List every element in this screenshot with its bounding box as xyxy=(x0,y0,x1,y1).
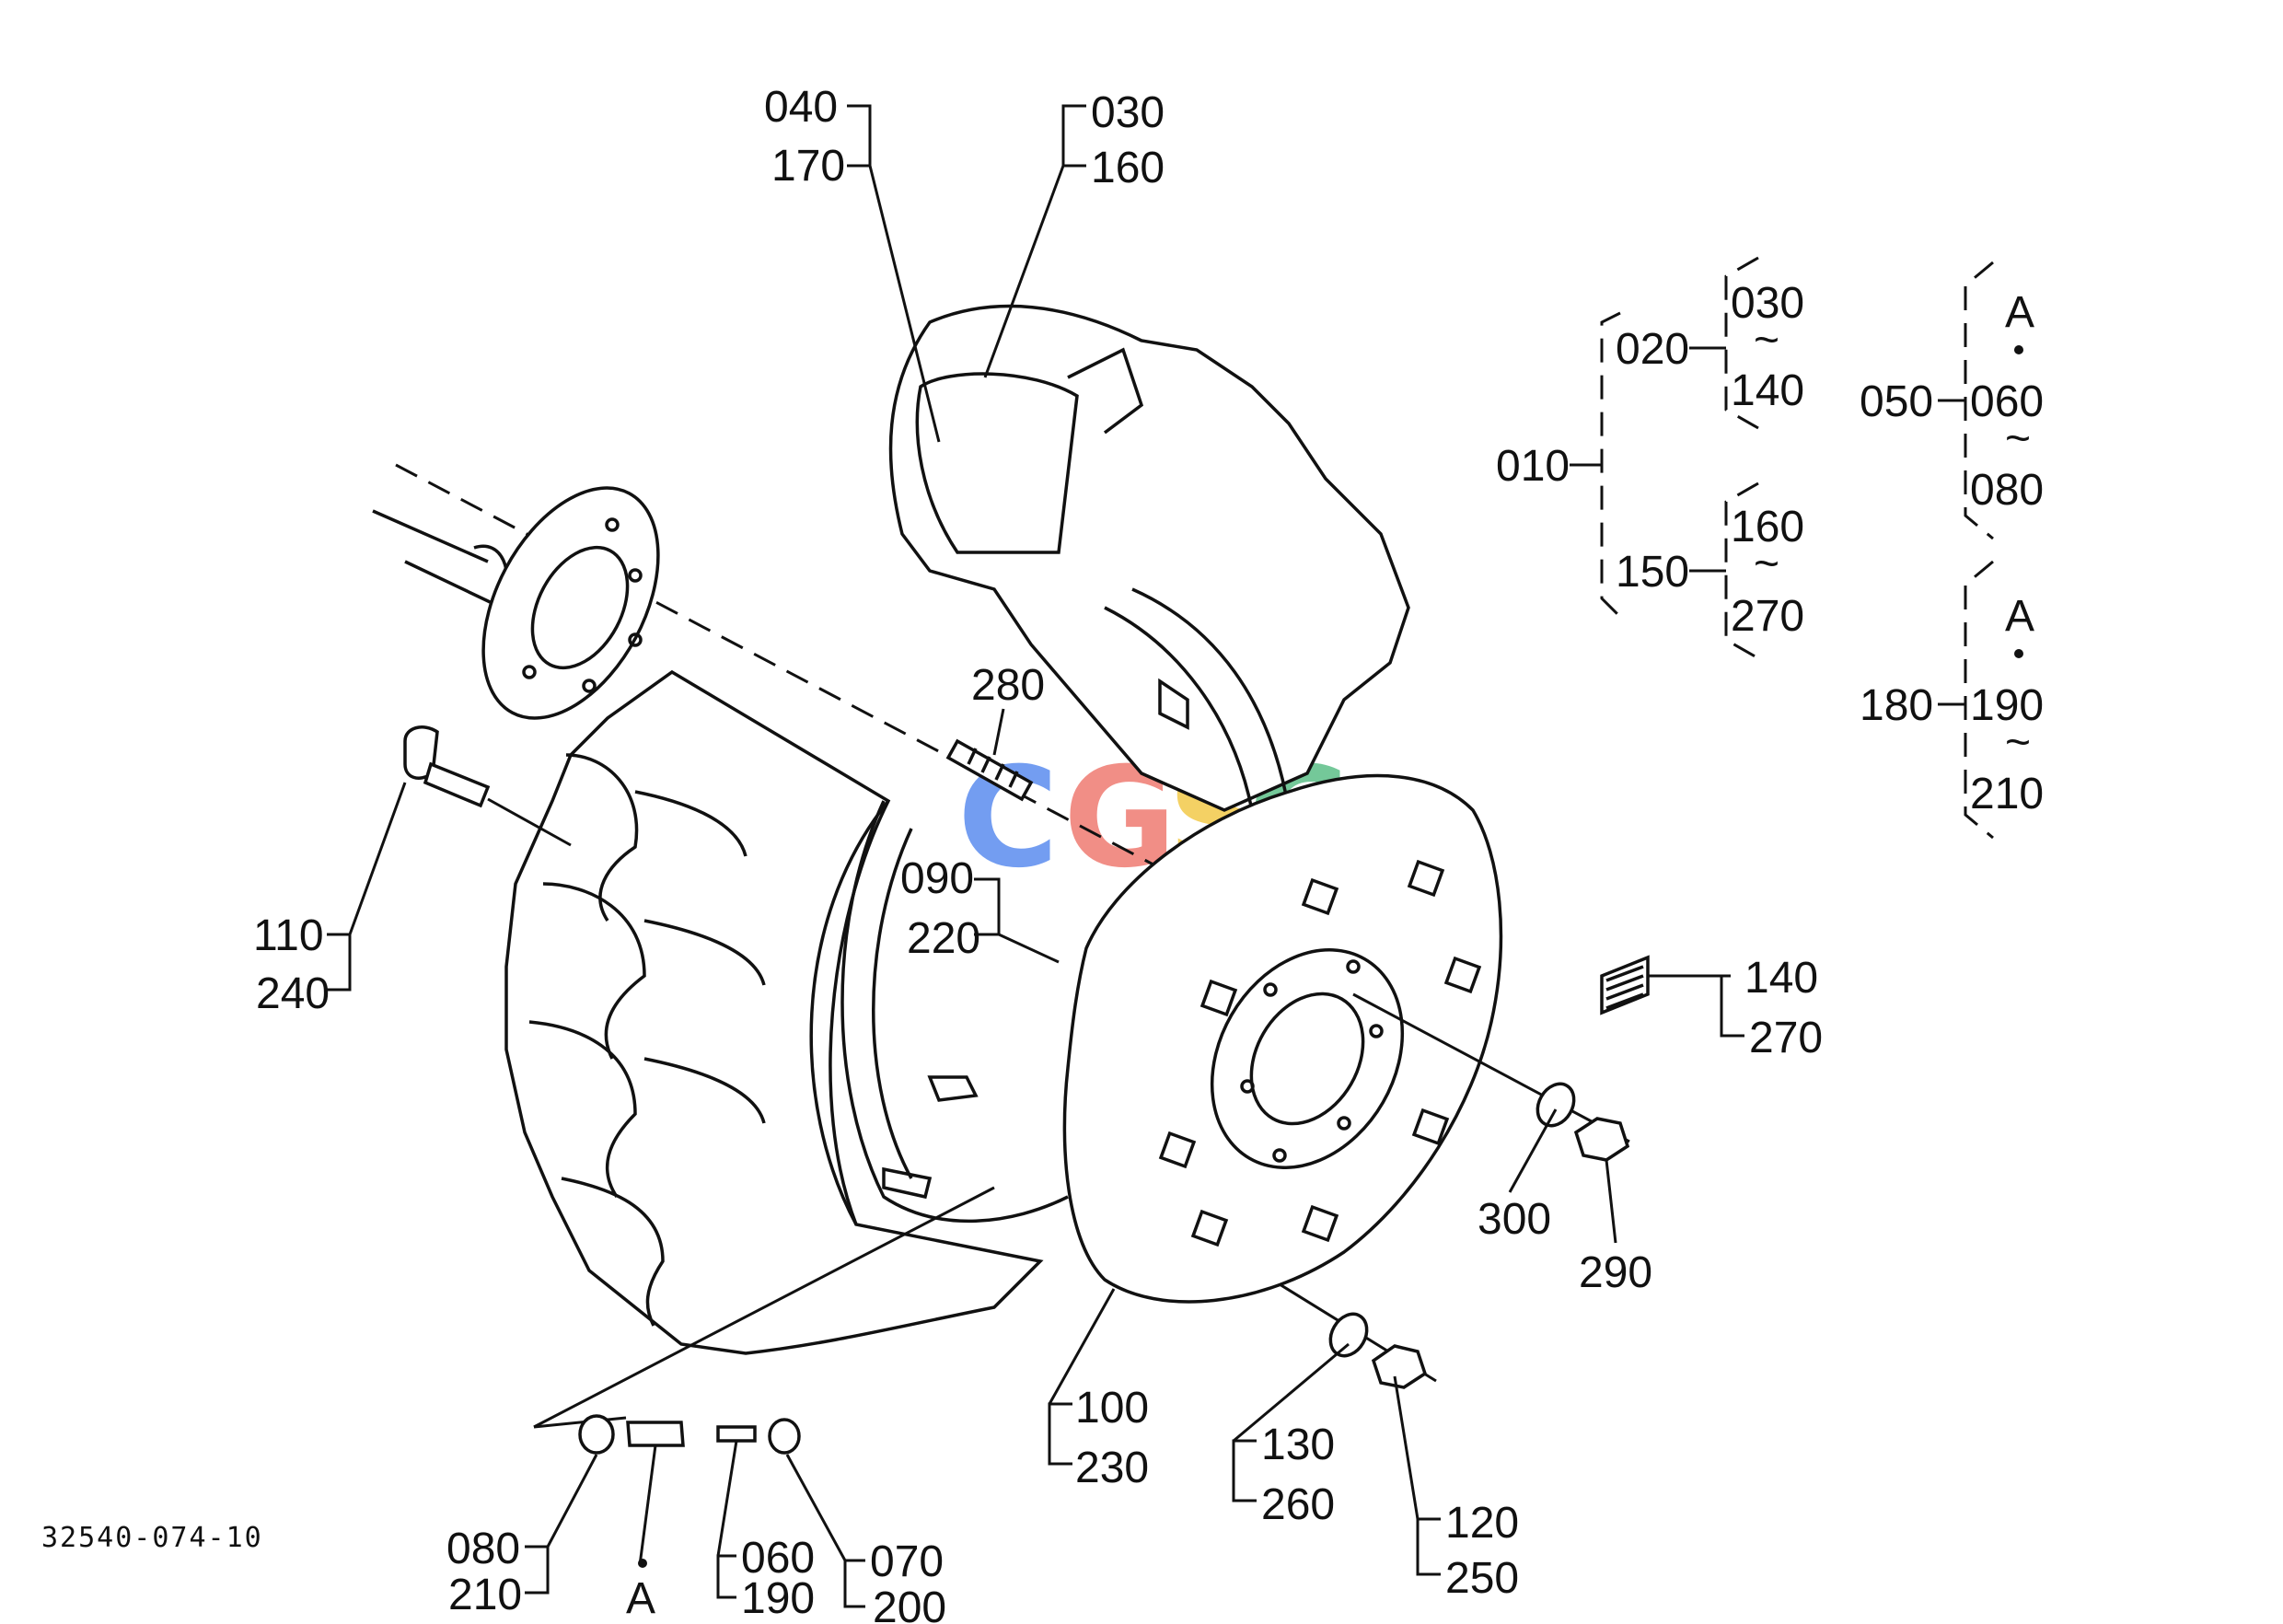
callout-190: 190 xyxy=(741,1574,815,1623)
callout-200: 200 xyxy=(873,1583,946,1624)
stud-part xyxy=(945,738,1034,802)
tree-180-from: 190 xyxy=(1970,681,2044,730)
tree-180-dot xyxy=(2014,649,2023,658)
callout-130: 130 xyxy=(1261,1421,1335,1469)
tire-front xyxy=(504,669,1044,1355)
callout-030: 030 xyxy=(1091,88,1165,137)
rim-flap xyxy=(840,800,1069,1224)
lower-washer-nut xyxy=(1279,1282,1437,1389)
tree-020-to: 140 xyxy=(1731,366,1804,415)
callout-090: 090 xyxy=(900,854,974,903)
tree-180-tilde: ~ xyxy=(2005,718,2031,767)
tire-rear xyxy=(888,304,1410,812)
bolt-part xyxy=(403,725,572,847)
callout-labels: 040 170 030 160 280 090 220 110 240 100 … xyxy=(253,83,1823,1624)
tree-180-to: 210 xyxy=(1970,770,2044,818)
callout-280: 280 xyxy=(971,661,1045,710)
callout-230: 230 xyxy=(1075,1444,1149,1492)
callout-140: 140 xyxy=(1744,954,1818,1003)
callout-070: 070 xyxy=(870,1537,944,1586)
callout-valve-a: A xyxy=(626,1574,655,1623)
assembly-tree: 010 020 030 ~ 140 150 160 ~ 270 050 A 06… xyxy=(1496,256,2044,840)
callout-240: 240 xyxy=(256,969,330,1018)
callout-110: 110 xyxy=(253,911,324,960)
tree-050-marker: A xyxy=(2005,288,2034,337)
right-washer-nut xyxy=(1352,992,1630,1162)
tree-group-050: 050 xyxy=(1860,377,1933,426)
callout-270: 270 xyxy=(1749,1014,1823,1062)
tree-sub-020: 020 xyxy=(1616,325,1689,374)
callout-260: 260 xyxy=(1261,1480,1335,1529)
tree-sub-150: 150 xyxy=(1616,548,1689,597)
tree-group-180: 180 xyxy=(1860,681,1933,730)
tree-020-tilde: ~ xyxy=(1754,316,1779,365)
tree-root-010: 010 xyxy=(1496,442,1570,491)
callout-100: 100 xyxy=(1075,1384,1149,1433)
wheel-disc xyxy=(1062,773,1503,1304)
callout-250: 250 xyxy=(1445,1554,1519,1603)
tree-050-tilde: ~ xyxy=(2005,414,2031,463)
callout-080: 080 xyxy=(446,1525,520,1573)
callout-220: 220 xyxy=(907,914,980,963)
callout-290: 290 xyxy=(1579,1248,1652,1297)
callout-120: 120 xyxy=(1445,1499,1519,1548)
tree-150-from: 160 xyxy=(1731,503,1804,551)
leader-lines xyxy=(327,104,1744,1608)
callout-170: 170 xyxy=(771,142,845,191)
valve-parts xyxy=(533,1186,995,1455)
tree-050-dot xyxy=(2014,345,2023,354)
tree-150-to: 270 xyxy=(1731,592,1804,641)
valve-a-dot xyxy=(638,1559,647,1568)
tree-150-tilde: ~ xyxy=(1754,539,1779,588)
callout-040: 040 xyxy=(764,83,838,132)
tree-020-from: 030 xyxy=(1731,279,1804,328)
tree-050-to: 080 xyxy=(1970,466,2044,515)
callout-060: 060 xyxy=(741,1534,815,1583)
tree-180-marker: A xyxy=(2005,592,2034,641)
callout-160: 160 xyxy=(1091,144,1165,192)
label-plate-part xyxy=(1600,955,1650,1015)
callout-300: 300 xyxy=(1478,1195,1551,1244)
tree-050-from: 060 xyxy=(1970,377,2044,426)
drawing-code: 32540-074-10 xyxy=(41,1522,263,1554)
axle-hub xyxy=(372,463,1400,996)
callout-210: 210 xyxy=(448,1571,522,1619)
